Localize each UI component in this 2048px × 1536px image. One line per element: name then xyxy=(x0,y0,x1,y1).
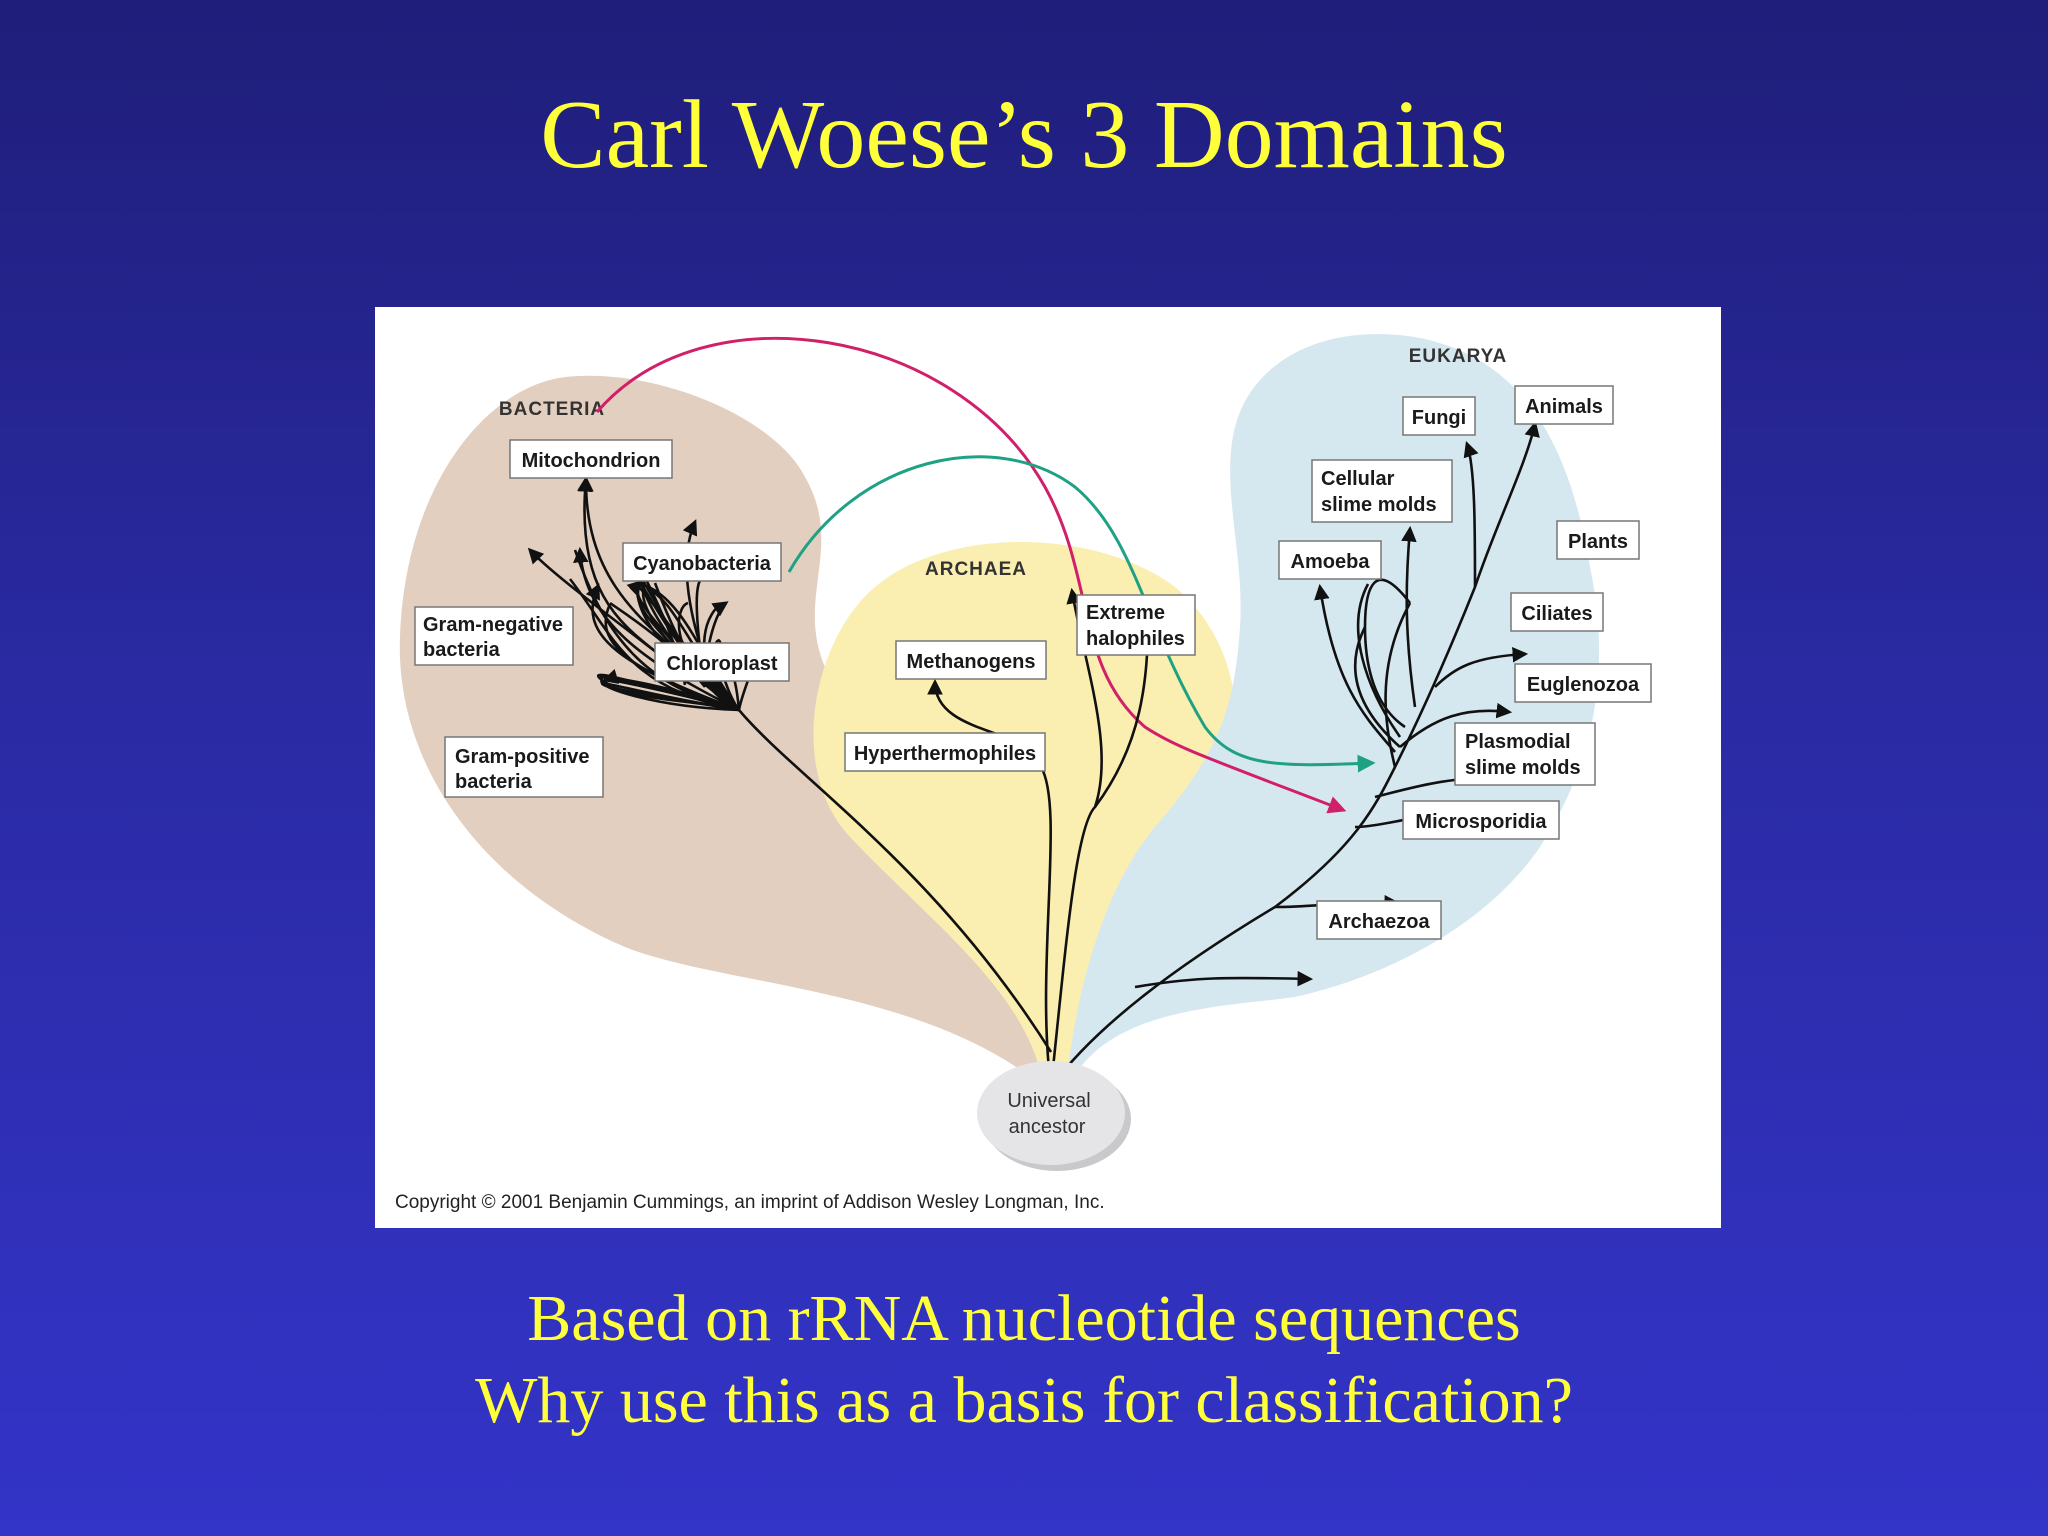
svg-text:Methanogens: Methanogens xyxy=(907,651,1036,673)
svg-text:slime molds: slime molds xyxy=(1465,757,1581,779)
svg-text:bacteria: bacteria xyxy=(423,639,501,661)
node-cyanobacteria: Cyanobacteria xyxy=(622,542,782,582)
node-methanogens: Methanogens xyxy=(895,640,1047,680)
svg-text:Chloroplast: Chloroplast xyxy=(666,653,777,675)
node-amoeba: Amoeba xyxy=(1278,540,1382,580)
node-gram-negative-bacteria: Gram-negative bacteria xyxy=(414,606,574,666)
svg-text:Microsporidia: Microsporidia xyxy=(1415,811,1547,833)
svg-text:bacteria: bacteria xyxy=(455,771,533,793)
svg-text:Gram-negative: Gram-negative xyxy=(423,614,563,636)
svg-text:Archaezoa: Archaezoa xyxy=(1328,911,1430,933)
node-fungi: Fungi xyxy=(1402,396,1476,436)
bacteria-region xyxy=(399,375,1055,1097)
svg-text:Cellular: Cellular xyxy=(1321,468,1395,490)
node-microsporidia: Microsporidia xyxy=(1402,800,1560,840)
node-plasmodial-slime-molds: Plasmodial slime molds xyxy=(1454,722,1596,786)
node-archaezoa: Archaezoa xyxy=(1316,900,1442,940)
node-gram-positive-bacteria: Gram-positive bacteria xyxy=(444,736,604,798)
svg-text:Plasmodial: Plasmodial xyxy=(1465,731,1571,753)
copyright-note: Copyright © 2001 Benjamin Cummings, an i… xyxy=(395,1192,1105,1213)
svg-text:Extreme: Extreme xyxy=(1086,602,1165,624)
svg-text:Cyanobacteria: Cyanobacteria xyxy=(633,553,772,575)
slide-title: Carl Woese’s 3 Domains xyxy=(540,81,1508,189)
domain-tree-figure: BACTERIA ARCHAEA EUKARYA xyxy=(375,307,1721,1228)
caption-line-1: Based on rRNA nucleotide sequences xyxy=(527,1282,1521,1355)
svg-text:Fungi: Fungi xyxy=(1412,407,1466,429)
node-hyperthermophiles: Hyperthermophiles xyxy=(844,732,1046,772)
chloroplast-endosymbiosis-arrow xyxy=(787,455,1376,773)
universal-ancestor-node: Universal ancestor xyxy=(977,1061,1131,1171)
node-animals: Animals xyxy=(1514,385,1614,425)
archaea-region xyxy=(813,542,1236,1097)
svg-text:Ciliates: Ciliates xyxy=(1521,603,1592,625)
node-euglenozoa: Euglenozoa xyxy=(1514,663,1652,703)
domain-label-archaea: ARCHAEA xyxy=(925,559,1027,580)
svg-text:Gram-positive: Gram-positive xyxy=(455,746,589,768)
node-plants: Plants xyxy=(1556,520,1640,560)
mitochondrion-endosymbiosis-arrow xyxy=(595,336,1347,814)
svg-text:ancestor: ancestor xyxy=(1009,1116,1086,1138)
domain-label-eukarya: EUKARYA xyxy=(1409,346,1508,367)
svg-text:Mitochondrion: Mitochondrion xyxy=(522,450,661,472)
svg-text:slime molds: slime molds xyxy=(1321,494,1437,516)
svg-text:Euglenozoa: Euglenozoa xyxy=(1527,674,1640,696)
node-cellular-slime-molds: Cellular slime molds xyxy=(1311,459,1453,523)
eukarya-region xyxy=(1065,334,1600,1097)
domain-label-bacteria: BACTERIA xyxy=(499,399,605,420)
svg-text:Universal: Universal xyxy=(1007,1090,1090,1112)
tree-diagram: BACTERIA ARCHAEA EUKARYA xyxy=(395,334,1652,1213)
svg-text:Hyperthermophiles: Hyperthermophiles xyxy=(854,743,1036,765)
svg-text:Plants: Plants xyxy=(1568,531,1628,553)
svg-text:Amoeba: Amoeba xyxy=(1291,551,1371,573)
caption-line-2: Why use this as a basis for classificati… xyxy=(475,1364,1573,1437)
svg-text:Animals: Animals xyxy=(1525,396,1603,418)
svg-text:halophiles: halophiles xyxy=(1086,628,1185,650)
node-chloroplast: Chloroplast xyxy=(654,642,790,682)
node-ciliates: Ciliates xyxy=(1510,592,1604,632)
node-mitochondrion: Mitochondrion xyxy=(509,439,673,479)
node-extreme-halophiles: Extreme halophiles xyxy=(1076,594,1196,656)
